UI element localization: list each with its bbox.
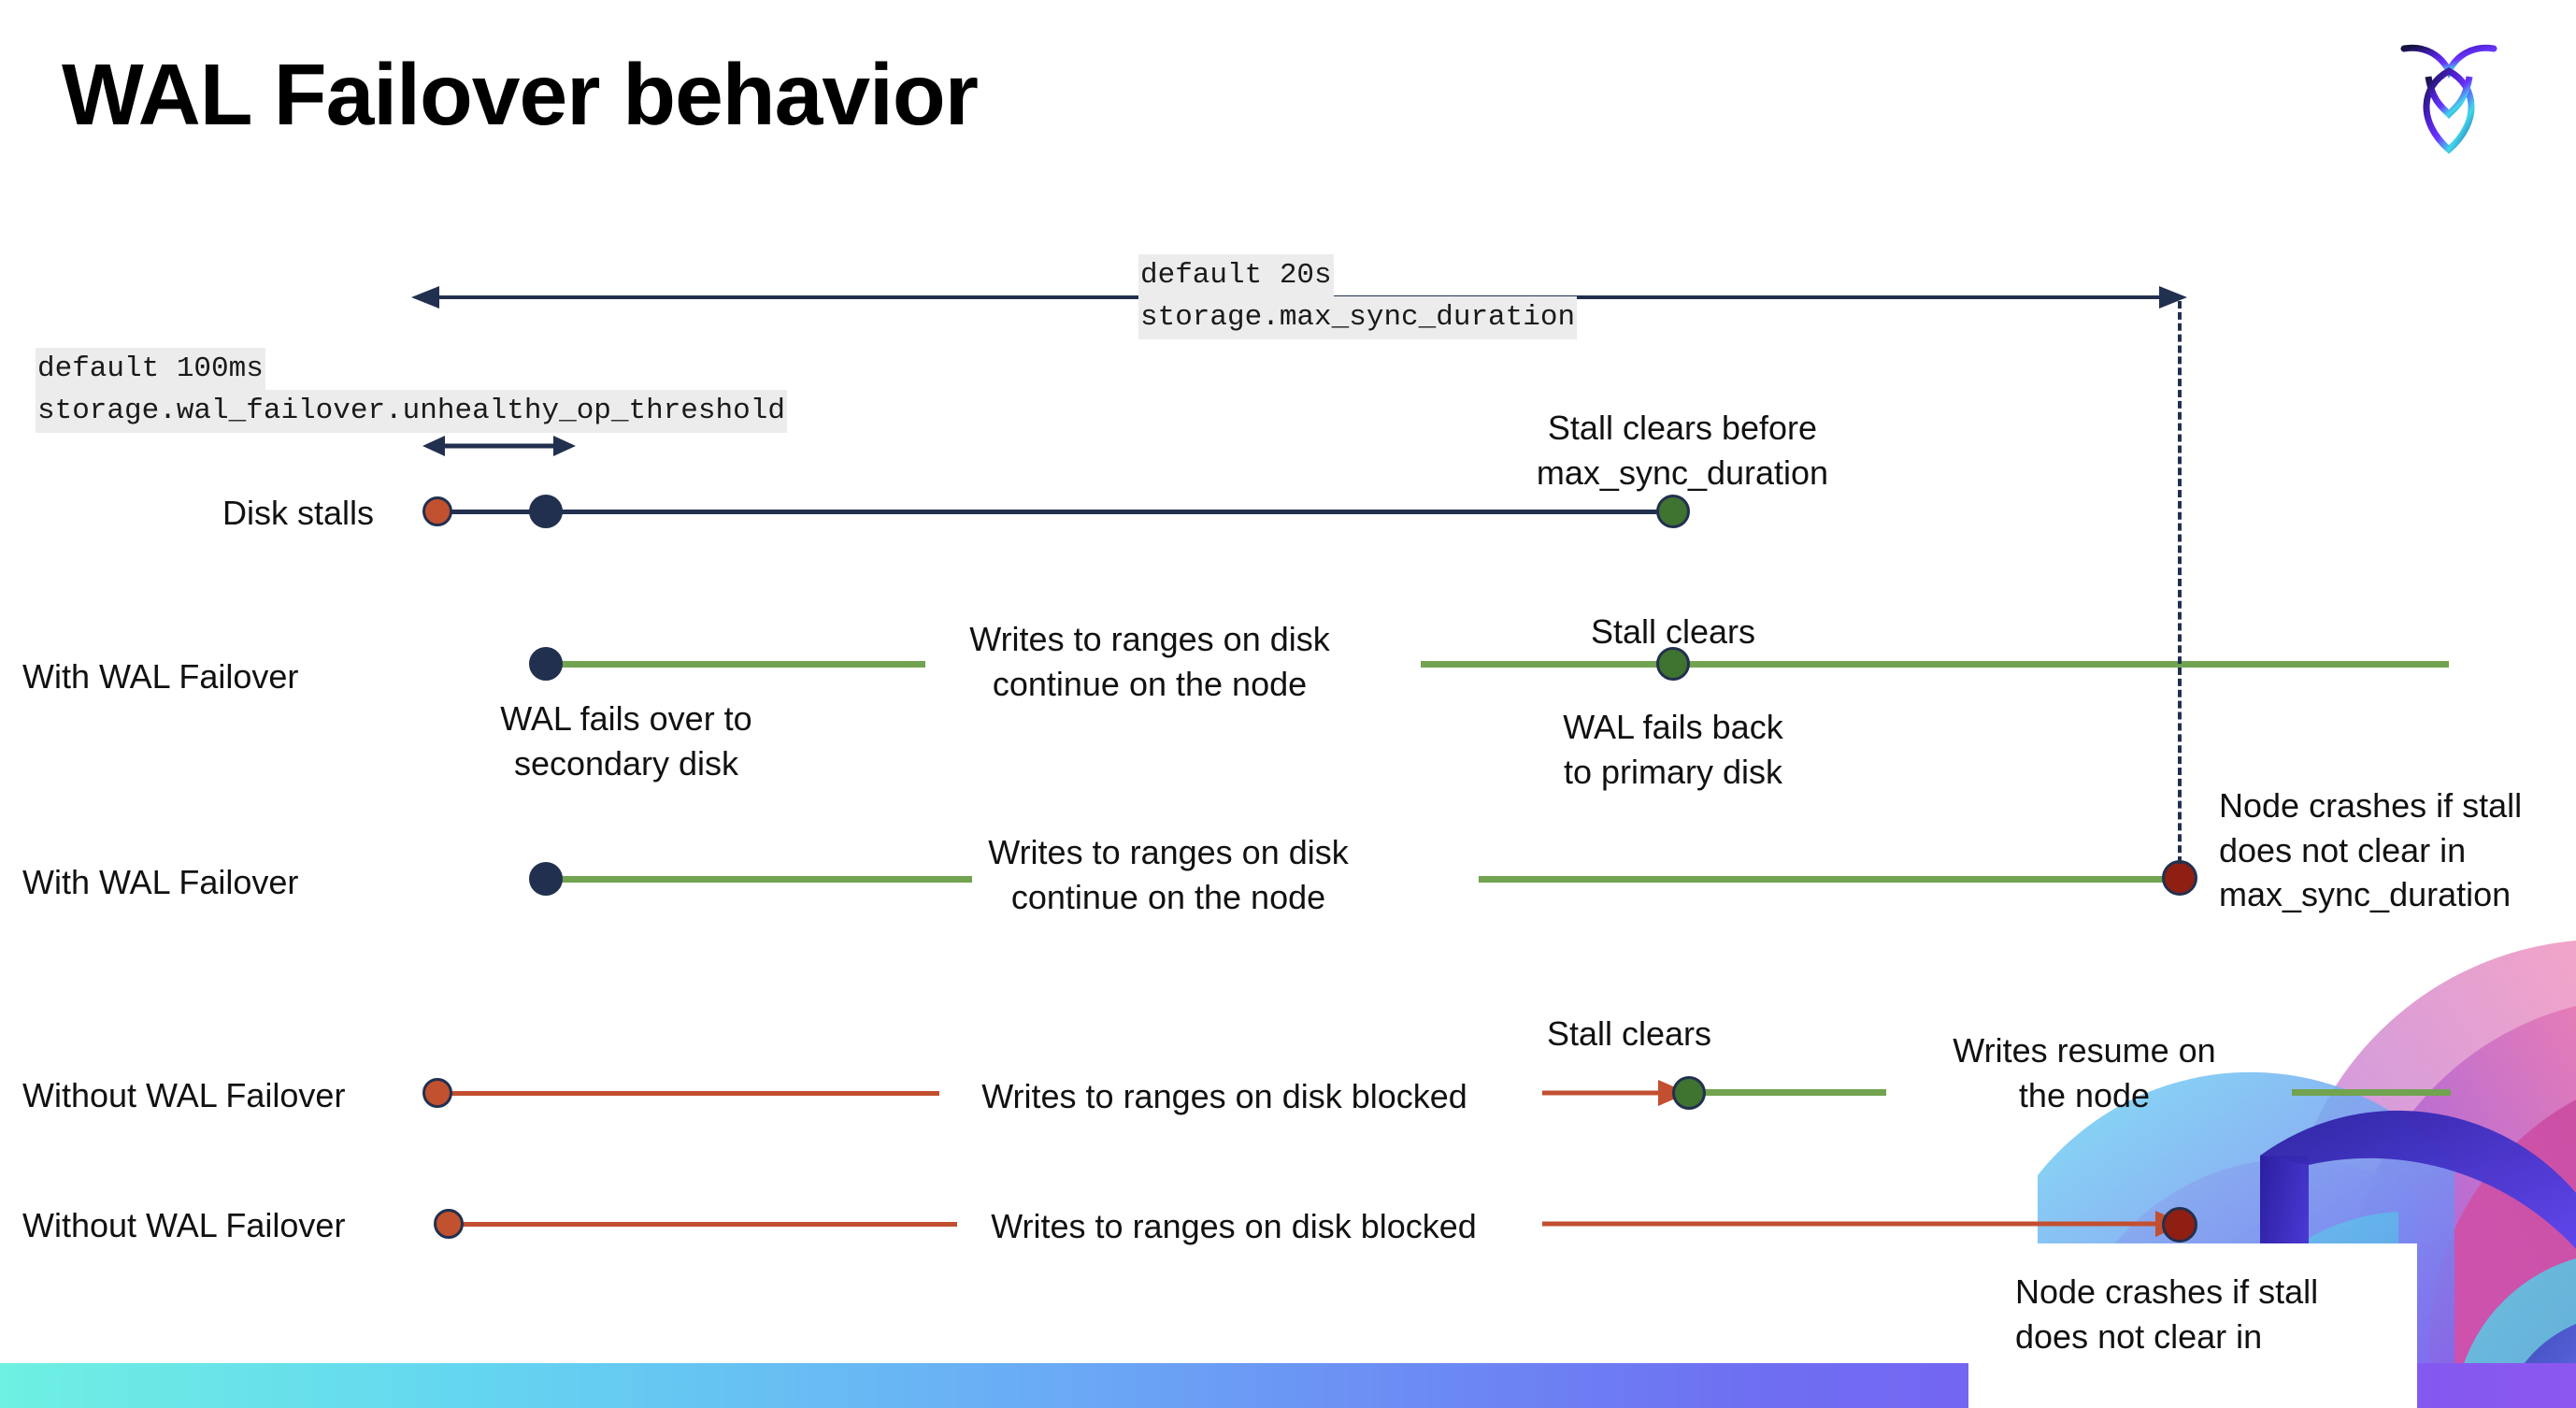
without-wal-1-start-dot xyxy=(422,1078,452,1108)
without-wal-2-start-dot xyxy=(434,1209,464,1239)
row-label-with-wal-failover-1: With WAL Failover xyxy=(22,657,299,696)
annotation-writes-continue-1: Writes to ranges on disk continue on the… xyxy=(969,620,1330,703)
disk-stalls-timeline xyxy=(439,510,1675,514)
annotation-writes-blocked-2: Writes to ranges on disk blocked xyxy=(991,1207,1477,1245)
max-sync-setting-label: storage.max_sync_duration xyxy=(1138,296,1578,339)
without-wal-1-timeline-segment-c xyxy=(2292,1089,2451,1096)
cockroachdb-logo xyxy=(2400,44,2497,154)
without-wal-1-timeline-segment-b xyxy=(1690,1089,1886,1096)
row5-mask xyxy=(0,1150,2038,1253)
disk-stalls-threshold-dot xyxy=(529,495,563,528)
wal-failover-1-failover-dot xyxy=(529,647,563,681)
row-label-disk-stalls: Disk stalls xyxy=(222,494,375,532)
unhealthy-op-setting-label: storage.wal_failover.unhealthy_op_thresh… xyxy=(36,390,787,433)
wal-failover-1-timeline-segment-a xyxy=(542,661,925,668)
wal-failover-1-clear-dot xyxy=(1656,647,1690,681)
without-wal-1-timeline-segment-a xyxy=(439,1091,939,1096)
without-wal-1-blocked-arrow xyxy=(1542,1080,1688,1106)
unhealthy-op-threshold-range-arrow xyxy=(422,436,576,456)
max-sync-duration-dropline xyxy=(2178,301,2182,864)
annotation-writes-blocked-1: Writes to ranges on disk blocked xyxy=(981,1077,1467,1115)
annotation-node-crashes-1: Node crashes if stall does not clear in … xyxy=(2219,786,2523,914)
max-sync-duration-callout: default 20s storage.max_sync_duration xyxy=(1138,254,1578,339)
annotation-wal-fails-over: WAL fails over to secondary disk xyxy=(500,699,752,783)
annotation-node-crashes-2: Node crashes if stall does not clear in … xyxy=(2015,1272,2319,1400)
row-label-without-wal-failover-2: Without WAL Failover xyxy=(22,1206,346,1244)
without-wal-2-crash-dot xyxy=(2162,1207,2197,1243)
annotation-wal-fails-back: WAL fails back to primary disk xyxy=(1563,708,1783,791)
without-wal-2-blocked-arrow xyxy=(1542,1211,2185,1237)
row-label-with-wal-failover-2: With WAL Failover xyxy=(22,863,299,901)
wal-failover-2-timeline-segment-a xyxy=(542,876,972,883)
wal-failover-2-crash-dot xyxy=(2162,860,2197,896)
wal-failover-1-timeline-segment-b xyxy=(1421,661,2449,668)
annotation-stall-clears-before: Stall clears before max_sync_duration xyxy=(1536,409,1829,492)
annotation-writes-continue-2: Writes to ranges on disk continue on the… xyxy=(988,833,1349,916)
annotation-writes-resume: Writes resume on the node xyxy=(1953,1031,2216,1114)
max-sync-default-label: default 20s xyxy=(1138,254,1334,297)
page-title: WAL Failover behavior xyxy=(62,46,979,143)
row-label-without-wal-failover-1: Without WAL Failover xyxy=(22,1076,346,1114)
row4-mask xyxy=(0,935,1972,1150)
wal-failover-2-failover-dot xyxy=(529,862,563,896)
disk-stalls-start-dot xyxy=(422,496,452,526)
without-wal-2-timeline-segment-a xyxy=(451,1222,957,1227)
without-wal-1-clear-dot xyxy=(1672,1076,1706,1110)
annotation-stall-clears-1: Stall clears xyxy=(1590,612,1756,651)
bottombar-right-mask xyxy=(1968,1363,2417,1408)
annotation-stall-clears-2: Stall clears xyxy=(1546,1014,1712,1053)
unhealthy-op-threshold-callout: default 100ms storage.wal_failover.unhea… xyxy=(36,348,787,433)
wal-failover-2-timeline-segment-b xyxy=(1479,876,2182,883)
disk-stalls-clear-dot xyxy=(1656,495,1690,528)
unhealthy-op-default-label: default 100ms xyxy=(36,348,265,391)
